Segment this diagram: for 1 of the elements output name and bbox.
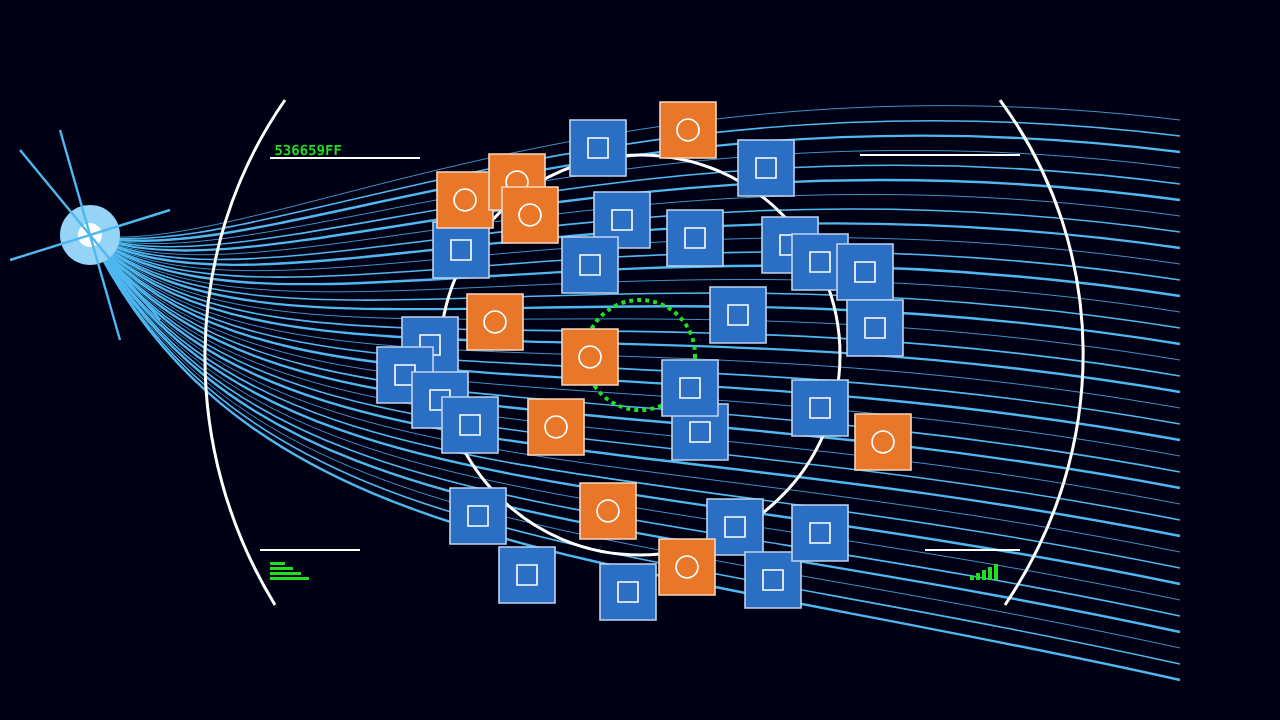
code-label: 536659FF	[275, 144, 341, 156]
